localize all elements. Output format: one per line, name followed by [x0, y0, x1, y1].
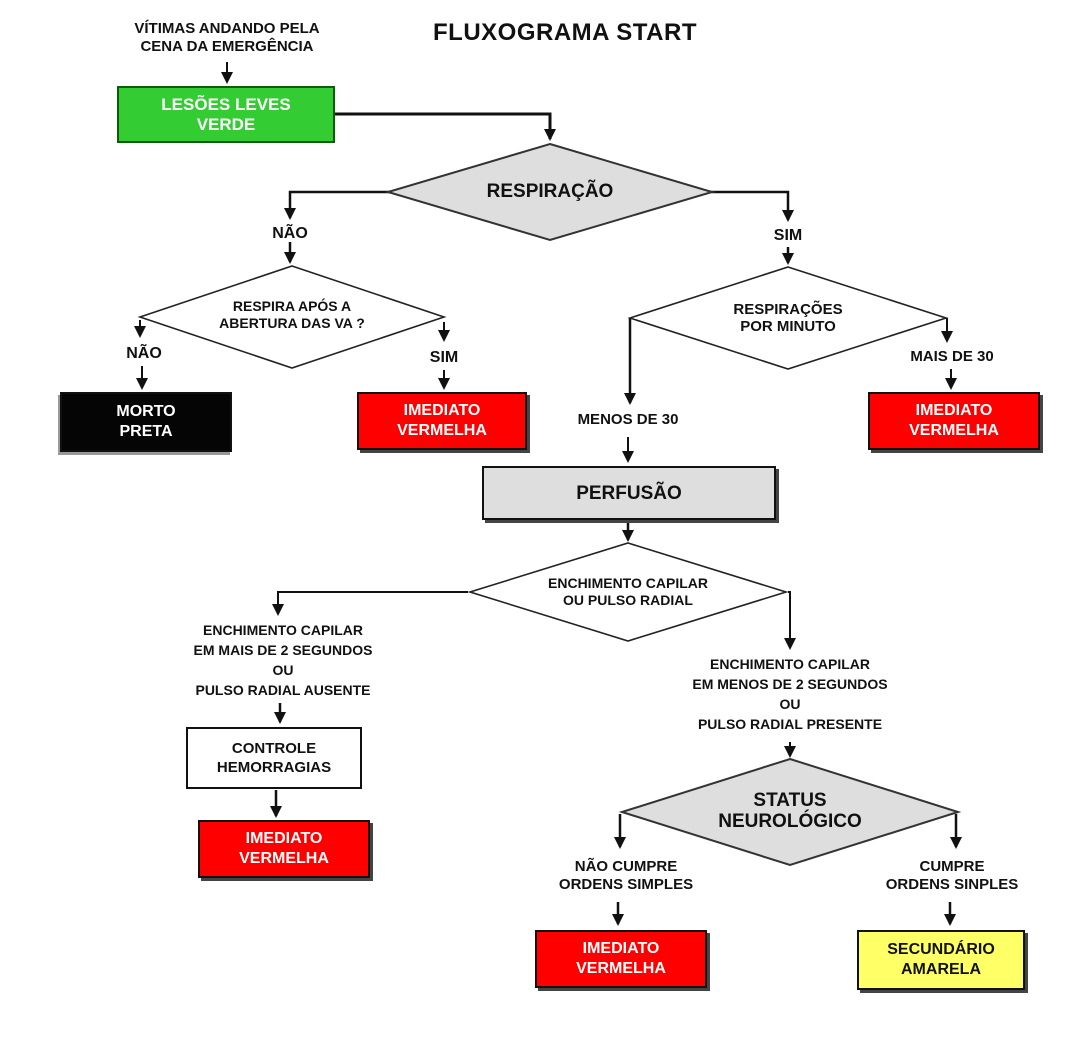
imediato4-line1: IMEDIATO — [582, 940, 660, 957]
edge-green-respiracao — [333, 112, 556, 141]
respiracoes-minuto-diamond-label: RESPIRAÇÕES POR MINUTO — [670, 301, 906, 335]
right-condition-line3: OU — [779, 696, 801, 712]
imediato2-line2: VERMELHA — [909, 422, 999, 439]
imediato1-line2: VERMELHA — [397, 422, 487, 439]
start-label-line1: VÍTIMAS ANDANDO PELA — [134, 20, 320, 37]
edge-label-mais30: MAIS DE 30 — [910, 348, 994, 365]
edge-enchimento-left — [272, 591, 468, 616]
secundario-line1: SECUNDÁRIO — [887, 941, 995, 958]
respiracao-diamond-label: RESPIRAÇÃO — [486, 181, 614, 202]
edge-label-sim1: SIM — [773, 227, 803, 244]
respira-apos-diamond-shape — [137, 265, 447, 369]
right-condition-line1: ENCHIMENTO CAPILAR — [710, 656, 870, 672]
edge-respiracao-nao — [284, 190, 390, 220]
nao-cumpre-line2: ORDENS SIMPLES — [558, 876, 694, 893]
imediato-vermelha-box-1: IMEDIATO VERMELHA — [357, 392, 527, 450]
edge-label-nao2: NÃO — [126, 345, 162, 362]
enchimento-line2: OU PULSO RADIAL — [563, 592, 693, 608]
edge-label-sim2: SIM — [429, 349, 459, 366]
imediato-vermelha-box-4: IMEDIATO VERMELHA — [535, 930, 707, 988]
controle-hemorragias-box: CONTROLE HEMORRAGIAS — [186, 727, 362, 789]
imediato3-line2: VERMELHA — [239, 850, 329, 867]
cumpre-label: CUMPRE ORDENS SINPLES — [860, 858, 1044, 894]
imediato2-line1: IMEDIATO — [915, 402, 993, 419]
perfusao-box: PERFUSÃO — [482, 466, 776, 520]
imediato-vermelha-box-2: IMEDIATO VERMELHA — [868, 392, 1040, 450]
perfusao-label: PERFUSÃO — [576, 482, 682, 504]
respiracoes-minuto-line2: POR MINUTO — [740, 318, 836, 335]
morto-preta-box: MORTO PRETA — [60, 392, 232, 452]
imediato3-line1: IMEDIATO — [245, 830, 323, 847]
edge-enchimento-right — [784, 591, 796, 650]
respiracao-diamond-shape — [384, 142, 716, 242]
controle-line2: HEMORRAGIAS — [216, 759, 332, 776]
enchimento-line1: ENCHIMENTO CAPILAR — [548, 575, 708, 591]
nao-cumpre-label: NÃO CUMPRE ORDENS SIMPLES — [536, 858, 716, 894]
secundario-amarela-box: SECUNDÁRIO AMARELA — [857, 930, 1025, 990]
enchimento-diamond-label: ENCHIMENTO CAPILAR OU PULSO RADIAL — [490, 575, 766, 609]
start-label: VÍTIMAS ANDANDO PELA CENA DA EMERGÊNCIA — [102, 20, 352, 56]
nao-cumpre-line1: NÃO CUMPRE — [574, 858, 678, 875]
lesoes-leves-line2: VERDE — [196, 114, 256, 134]
left-condition-line4: PULSO RADIAL AUSENTE — [195, 682, 371, 698]
lesoes-leves-line1: LESÕES LEVES — [161, 94, 291, 114]
imediato4-line2: VERMELHA — [576, 960, 666, 977]
respira-apos-diamond-label: RESPIRA APÓS A ABERTURA DAS VA ? — [162, 298, 422, 332]
secundario-line2: AMARELA — [901, 961, 981, 978]
imediato-vermelha-box-3: IMEDIATO VERMELHA — [198, 820, 370, 878]
respiracoes-minuto-line1: RESPIRAÇÕES — [733, 301, 843, 318]
status-line1: STATUS — [753, 790, 827, 811]
cumpre-line2: ORDENS SINPLES — [885, 876, 1019, 893]
edge-label-menos30: MENOS DE 30 — [577, 411, 679, 428]
start-label-line2: CENA DA EMERGÊNCIA — [140, 38, 314, 55]
page-title: FLUXOGRAMA START — [433, 19, 697, 46]
status-neurologico-diamond-shape — [618, 757, 962, 867]
left-condition-line3: OU — [272, 662, 294, 678]
respira-apos-line1: RESPIRA APÓS A — [232, 298, 352, 314]
lesoes-leves-box: LESÕES LEVES VERDE — [117, 86, 335, 143]
left-condition-line2: EM MAIS DE 2 SEGUNDOS — [193, 642, 373, 658]
status-line2: NEUROLÓGICO — [718, 811, 862, 832]
cumpre-line1: CUMPRE — [919, 858, 985, 875]
imediato1-line1: IMEDIATO — [403, 402, 481, 419]
respira-apos-line2: ABERTURA DAS VA ? — [219, 315, 365, 331]
left-condition-label: ENCHIMENTO CAPILAR EM MAIS DE 2 SEGUNDOS… — [155, 620, 411, 700]
controle-line1: CONTROLE — [231, 740, 317, 757]
status-neurologico-diamond-label: STATUS NEUROLÓGICO — [650, 790, 930, 832]
edge-respiracao-sim — [710, 190, 794, 222]
edge-label-nao1: NÃO — [272, 225, 308, 242]
right-condition-line2: EM MENOS DE 2 SEGUNDOS — [692, 676, 888, 692]
left-condition-line1: ENCHIMENTO CAPILAR — [203, 622, 363, 638]
right-condition-line4: PULSO RADIAL PRESENTE — [697, 716, 883, 732]
respiracoes-minuto-diamond-shape — [627, 266, 949, 370]
morto-line1: MORTO — [116, 403, 176, 420]
morto-line2: PRETA — [119, 423, 173, 440]
right-condition-label: ENCHIMENTO CAPILAR EM MENOS DE 2 SEGUNDO… — [652, 654, 928, 734]
enchimento-diamond-shape — [467, 542, 789, 642]
